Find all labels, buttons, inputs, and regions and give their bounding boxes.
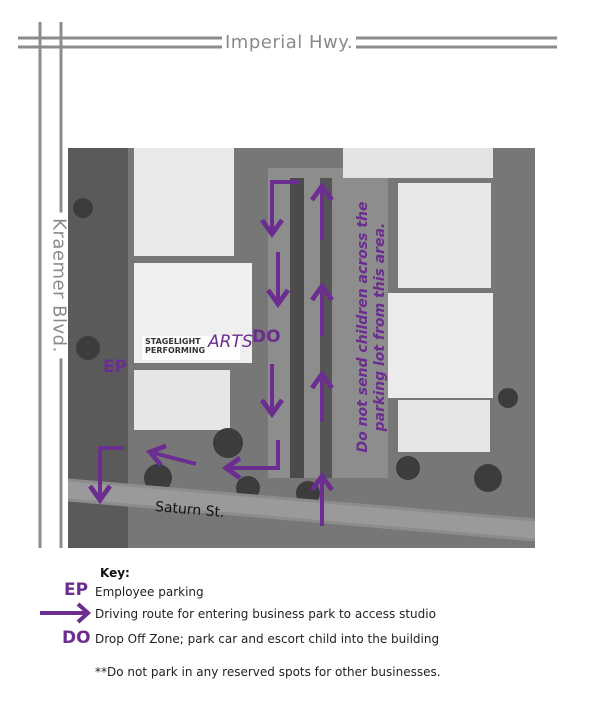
arrow-right-icon xyxy=(40,602,91,624)
key-note: **Do not park in any reserved spots for … xyxy=(95,665,441,679)
warning-line2: parking lot from this area. xyxy=(372,222,388,432)
logo-arts: ARTS xyxy=(208,332,253,352)
route-arrow xyxy=(260,180,300,239)
route-arrow xyxy=(88,446,124,505)
aerial-map xyxy=(68,148,535,548)
route-arrow xyxy=(221,440,280,480)
key-title: Key: xyxy=(100,566,130,580)
key-route-label: Driving route for entering business park… xyxy=(95,607,436,621)
aerial-photo xyxy=(68,148,535,548)
logo-line1: STAGELIGHT xyxy=(145,337,201,346)
stagelight-logo: STAGELIGHT PERFORMING ARTS xyxy=(142,334,253,360)
key-do-symbol: DO xyxy=(62,628,91,648)
key-ep-symbol: EP xyxy=(64,580,89,600)
logo-line2: PERFORMING xyxy=(145,346,206,355)
warning-text: Do not send children across the parking … xyxy=(355,187,389,467)
employee-parking-marker: EP xyxy=(103,357,128,377)
key-do-label: Drop Off Zone; park car and escort child… xyxy=(95,632,440,646)
warning-line1: Do not send children across the xyxy=(355,201,371,453)
route-arrow xyxy=(146,443,197,467)
road-label-imperial-hwy: Imperial Hwy. xyxy=(222,32,357,53)
key-ep-label: Employee parking xyxy=(95,585,204,599)
drop-off-zone-marker: DO xyxy=(252,327,281,347)
